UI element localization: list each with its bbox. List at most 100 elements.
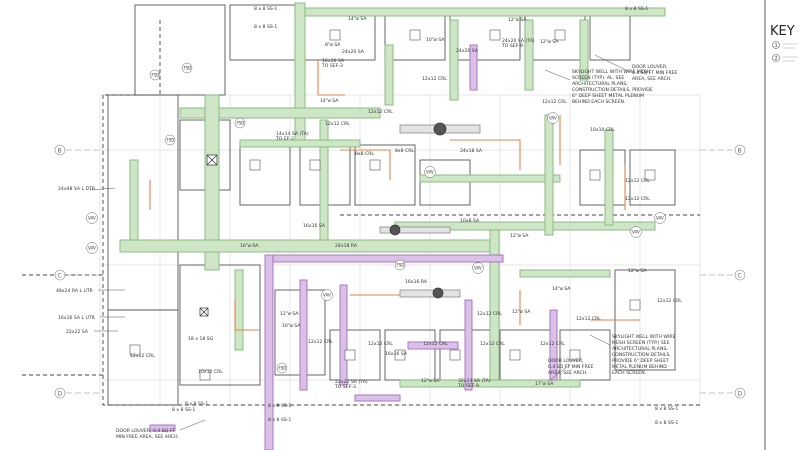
- label-62: 8 x 8 SS-1: [655, 420, 678, 426]
- label-57: TO SEF-9: [457, 383, 479, 389]
- tag-vav-5: [547, 112, 559, 124]
- label-42: 16x16 SA L UTR: [58, 315, 96, 321]
- label-66: 10"ø SA: [282, 323, 301, 329]
- label-43: 22x22 SA: [66, 329, 89, 335]
- note-skylight-bottom-line-6: METAL PLENUM BEHIND: [612, 364, 667, 370]
- tag-vav-8: [472, 262, 484, 274]
- supply-duct-top-main: [304, 7, 666, 17]
- label-17: 12x12 CRL: [542, 99, 567, 105]
- note-skylight-top-line-4: CONSTRUCTION DETAILS, PROVIDE: [572, 87, 653, 93]
- label-33: 12"ø SA: [510, 233, 529, 239]
- label-50: 12x12 CRL: [540, 341, 565, 347]
- note-skylight-bottom-line-7: EACH SCREEN.: [612, 370, 646, 376]
- supply-duct-south-riser: [489, 229, 500, 381]
- label-35: 10x8 SA: [460, 218, 480, 224]
- tag-fsd-3-text: FSD: [167, 138, 175, 143]
- return-duct-bottom-left: [149, 424, 176, 432]
- grid-bubble-b-left: [54, 144, 66, 156]
- supply-duct-upper-main: [179, 107, 381, 119]
- diffuser-12: [449, 349, 461, 361]
- diffuser-11: [394, 349, 406, 361]
- tag-vav-1: [86, 212, 98, 224]
- note-skylight-bottom-line-1: SKYLIGHT WELL WITH WIRE: [612, 334, 675, 340]
- grid-label-b-right: B: [738, 148, 742, 155]
- diffuser-5: [249, 159, 261, 171]
- label-39: 12x12 CRL: [657, 298, 682, 304]
- diffuser-1: [329, 29, 341, 41]
- note-door-louver-bottom-left: DOOR LOUVER, 0.4 SQ FT MIN FREE AREA, SE…: [116, 428, 179, 440]
- tag-fsd-1: [149, 69, 161, 81]
- diffusers: [129, 29, 656, 381]
- supply-duct-branch-2: [449, 19, 459, 101]
- label-26: 24x48 SA L DTR: [58, 186, 96, 192]
- tag-vav-3: [654, 212, 666, 224]
- supply-ductwork: [119, 2, 666, 388]
- grid-bubble-d-right: [734, 387, 746, 399]
- label-25: 24x18 SA: [460, 148, 483, 154]
- diffuser-4: [554, 29, 566, 41]
- label-04: 8 x 8 SS-1: [625, 6, 648, 12]
- leader-lines: [89, 54, 631, 431]
- supply-duct-bottom-main: [399, 379, 581, 388]
- diffuser-2: [409, 29, 421, 41]
- label-03: 14"ø SA: [348, 16, 367, 22]
- label-02: 8 x 8 SS-1: [254, 24, 277, 30]
- key-bubble-2: [772, 54, 780, 62]
- note-skylight-bottom-line-5: PROVIDE 6" DEEP SHEET: [612, 358, 669, 364]
- label-16: 12x12 CRL: [422, 76, 447, 82]
- label-49: 12x12 CRL: [480, 341, 505, 347]
- label-09: TO SEF-9: [501, 43, 523, 49]
- tag-vav-7-text: VAV: [323, 293, 331, 298]
- label-19: 12x12 CRL: [368, 109, 393, 115]
- diffuser-16: [199, 369, 211, 381]
- grid-bubble-c-left: [54, 269, 66, 281]
- label-54: TO SEF-3: [334, 384, 356, 390]
- existing-duct-center: [379, 226, 451, 234]
- supply-duct-southeast-branch: [519, 269, 611, 278]
- label-38: 12x12 CRL: [576, 316, 601, 322]
- label-56: 32x24 SA (TA): [458, 378, 491, 384]
- label-63: 8 x 8 SS-1: [172, 407, 195, 413]
- tag-fsd-1-text: FSD: [152, 73, 160, 78]
- tag-fsd-4: [234, 117, 246, 129]
- label-37: 12"ø SA: [512, 309, 531, 315]
- key-item-1: 1: [775, 43, 778, 49]
- tag-vav-3-text: VAV: [656, 216, 664, 221]
- supply-duct-branch-3: [524, 19, 534, 91]
- key-bubble-1: [772, 41, 780, 49]
- grid-label-d-right: D: [738, 391, 743, 398]
- note-door-louver-top-line-1: DOOR LOUVER,: [632, 64, 668, 70]
- label-21: 14x14 SA (TA): [276, 131, 309, 137]
- note-door-louver-bottom-right-line-2: 0.4 SQ FT MIN FREE: [548, 364, 594, 370]
- key-item-2: 2: [775, 56, 778, 62]
- label-18: 10x10 CRL: [590, 127, 615, 133]
- supply-duct-branch-1: [384, 44, 394, 106]
- supply-duct-riser-top: [294, 2, 306, 144]
- note-skylight-top-line-1: SKYLIGHT WELL WITH WIRE MESH: [572, 69, 650, 75]
- label-32: 24x18 RA: [335, 243, 358, 249]
- return-duct-branch-c: [464, 299, 473, 391]
- label-27: 14"ø SA: [552, 286, 571, 292]
- tag-vav-2-text: VAV: [88, 246, 96, 251]
- key-title: KEY: [770, 24, 795, 39]
- note-door-louver-top: DOOR LOUVER, 0.4 SQ FT MIN FREE AREA, SE…: [632, 64, 678, 82]
- tag-vav-4: [630, 226, 642, 238]
- tag-vav-8-text: VAV: [474, 266, 482, 271]
- supply-duct-west-drop: [129, 159, 139, 241]
- diffuser-14: [569, 349, 581, 361]
- diffuser-6: [309, 159, 321, 171]
- return-ductwork: [149, 44, 558, 450]
- label-36: 16x16 RA: [405, 279, 428, 285]
- tag-vav-4-text: VAV: [632, 230, 640, 235]
- note-door-louver-top-line-2: 0.4 SQ FT MIN FREE: [632, 70, 678, 76]
- label-01: 8 x 8 SS-1: [254, 6, 277, 12]
- label-13: TO SEF-3: [321, 63, 343, 69]
- diffuser-17: [629, 299, 641, 311]
- existing-duct-south: [399, 289, 461, 298]
- return-duct-west: [264, 254, 274, 450]
- note-door-louver-top-line-3: AREA, SEE ARCH.: [632, 76, 672, 82]
- note-door-louver-bottom-right-line-1: DOOR LOUVER,: [548, 358, 584, 364]
- return-duct-branch-a: [299, 279, 308, 391]
- tag-vav-6-text: VAV: [426, 170, 434, 175]
- label-05: 12"ø SA: [508, 17, 527, 23]
